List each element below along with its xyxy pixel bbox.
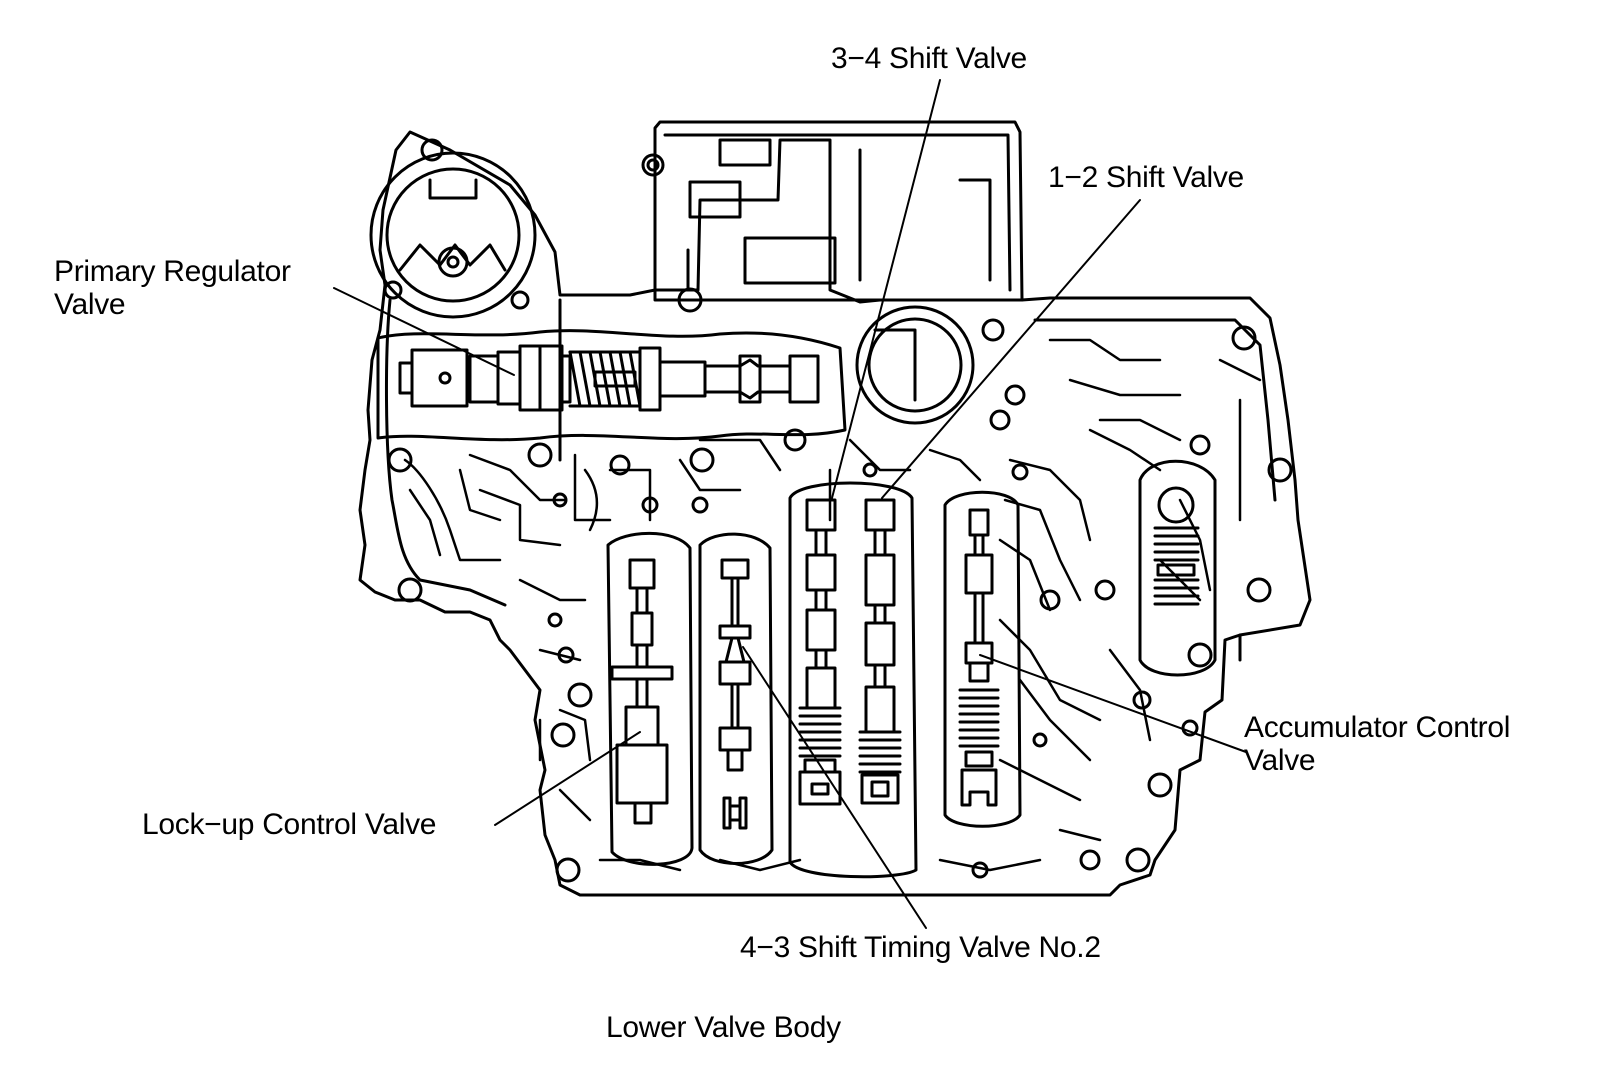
leader-accumulator [979, 654, 1247, 753]
bolt-holes [387, 287, 1293, 883]
label-3-4-shift-valve: 3−4 Shift Valve [831, 42, 1027, 75]
primary-regulator-bore [376, 329, 847, 442]
label-1-2-shift-valve: 1−2 Shift Valve [1048, 161, 1244, 194]
valve-body-plate [358, 130, 1312, 897]
accumulator-valve-bore [943, 490, 1022, 828]
right-valve-bore [1138, 459, 1217, 677]
caption-lower-valve-body: Lower Valve Body [606, 1011, 841, 1044]
label-accumulator-control-valve: Accumulator Control Valve [1244, 711, 1510, 777]
leader-lockup [494, 731, 641, 826]
label-accumulator-line2: Valve [1244, 744, 1316, 777]
label-4-3-shift-timing-valve: 4−3 Shift Timing Valve No.2 [740, 931, 1101, 964]
label-primary-regulator-valve: Primary Regulator Valve [54, 255, 291, 321]
fluid-channels [403, 338, 1262, 872]
timing-valve-bore [698, 532, 774, 865]
leader-lines [333, 79, 1247, 929]
leader-primary-regulator [333, 287, 515, 376]
regulator-boss [369, 138, 537, 319]
label-primary-regulator-line2: Valve [54, 288, 126, 321]
shift-valves-bore [788, 481, 918, 879]
label-primary-regulator-line1: Primary Regulator [54, 255, 291, 288]
leader-timing-43 [742, 646, 927, 929]
center-bore [855, 305, 1026, 425]
leader-shift-34 [831, 79, 941, 499]
label-lock-up-control-valve: Lock−up Control Valve [142, 808, 437, 841]
solenoid-housing [641, 120, 1024, 304]
lockup-valve-bore [606, 531, 694, 866]
label-accumulator-line1: Accumulator Control [1244, 711, 1511, 744]
leader-shift-12 [881, 199, 1141, 499]
